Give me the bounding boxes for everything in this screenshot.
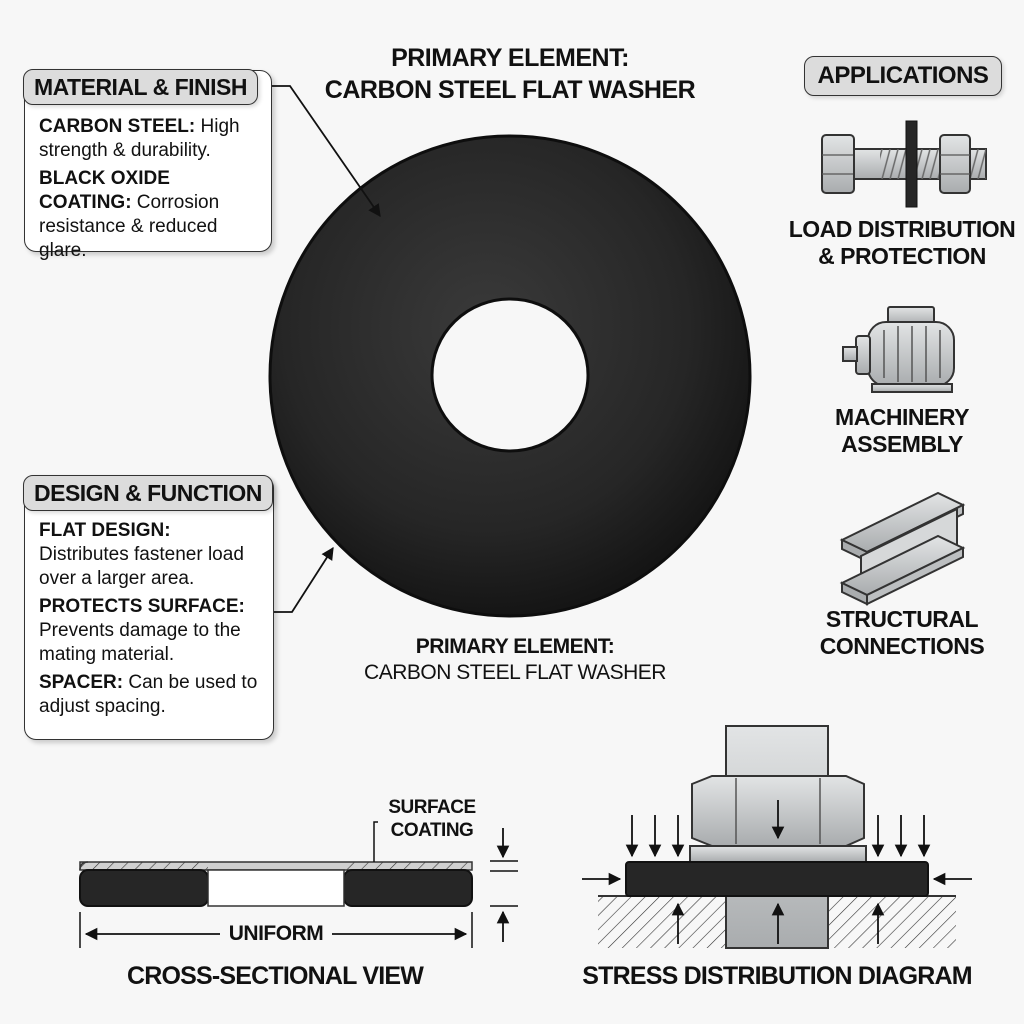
surface-label-line1: SURFACE <box>388 797 476 818</box>
applications-header: APPLICATIONS <box>804 56 1002 96</box>
design-function-header: DESIGN & FUNCTION <box>23 475 273 511</box>
washer-caption: PRIMARY ELEMENT: CARBON STEEL FLAT WASHE… <box>315 634 715 686</box>
material-finish-header: MATERIAL & FINISH <box>23 69 258 105</box>
caption-line1: PRIMARY ELEMENT: <box>415 635 615 658</box>
design-item-desc: Prevents damage to the mating material. <box>39 620 241 665</box>
app-label-line1: STRUCTURAL <box>825 606 979 632</box>
design-item: SPACER: Can be used to adjust spacing. <box>39 671 265 719</box>
material-item-term: BLACK OXIDE COATING: <box>39 168 170 213</box>
i-beam-icon <box>839 491 966 606</box>
design-leader-line <box>272 546 334 613</box>
app-label-line2: & PROTECTION <box>818 243 986 269</box>
stress-diagram-title: STRESS DISTRIBUTION DIAGRAM <box>582 962 972 990</box>
flat-washer-image <box>268 134 752 618</box>
electric-motor-icon <box>842 306 955 393</box>
uniform-label: UNIFORM <box>228 922 324 945</box>
material-finish-body: CARBON STEEL: High strength & durability… <box>39 115 263 267</box>
caption-line2: CARBON STEEL FLAT WASHER <box>364 661 666 684</box>
design-item-term: PROTECTS SURFACE: <box>39 596 245 617</box>
main-title-line1: PRIMARY ELEMENT: <box>391 44 629 72</box>
main-title-line2: CARBON STEEL FLAT WASHER <box>324 76 696 104</box>
app-label-structural: STRUCTURAL CONNECTIONS <box>782 606 1022 660</box>
app-label-load-distribution: LOAD DISTRIBUTION & PROTECTION <box>782 216 1022 270</box>
material-item-desc: Corrosion resistance & reduced glare. <box>39 192 220 261</box>
design-function-box: DESIGN & FUNCTION FLAT DESIGN: Distribut… <box>23 475 274 740</box>
app-label-machinery: MACHINERY ASSEMBLY <box>782 404 1022 458</box>
app-label-line1: LOAD DISTRIBUTION <box>788 216 1016 242</box>
material-leader-line <box>272 85 381 218</box>
material-item-desc: High strength & durability. <box>39 116 240 161</box>
app-label-line2: ASSEMBLY <box>841 431 963 457</box>
design-item-term: FLAT DESIGN: <box>39 520 171 541</box>
bolt-washer-nut-icon <box>821 120 987 208</box>
app-label-line1: MACHINERY <box>835 404 969 430</box>
design-item-desc: Distributes fastener load over a larger … <box>39 544 244 589</box>
main-title: PRIMARY ELEMENT: CARBON STEEL FLAT WASHE… <box>310 42 710 106</box>
cross-section-title: CROSS-SECTIONAL VIEW <box>126 962 424 990</box>
material-item: CARBON STEEL: High strength & durability… <box>39 115 263 163</box>
material-item: BLACK OXIDE COATING: Corrosion resistanc… <box>39 167 263 263</box>
design-item: FLAT DESIGN: Distributes fastener load o… <box>39 519 265 591</box>
design-function-body: FLAT DESIGN: Distributes fastener load o… <box>39 519 265 723</box>
app-label-line2: CONNECTIONS <box>819 633 985 659</box>
surface-label-line2: COATING <box>390 820 474 841</box>
design-item-term: SPACER: <box>39 672 124 693</box>
surface-coating-label: SURFACE COATING <box>382 796 482 842</box>
design-item-desc: Can be used to adjust spacing. <box>39 672 258 717</box>
cross-section-drawing <box>79 821 518 948</box>
material-finish-box: MATERIAL & FINISH CARBON STEEL: High str… <box>23 69 272 261</box>
stress-distribution-drawing <box>582 725 972 949</box>
material-item-term: CARBON STEEL: <box>39 116 196 137</box>
design-item: PROTECTS SURFACE: Prevents damage to the… <box>39 595 265 667</box>
